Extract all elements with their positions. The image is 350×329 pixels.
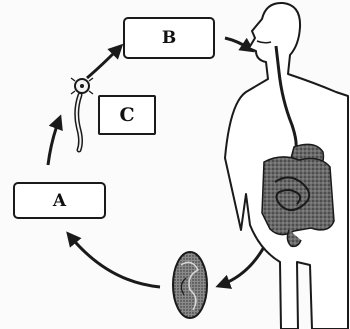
larva-icon — [71, 78, 93, 150]
stage-b-label: B — [162, 28, 176, 48]
stage-b-box: B — [123, 17, 215, 59]
arrow-human-to-egg — [221, 247, 264, 285]
arrow-a-to-larva — [48, 120, 59, 165]
egg-icon — [173, 252, 207, 318]
stage-c-label: C — [119, 104, 134, 126]
arrow-larva-to-b — [87, 48, 119, 78]
arrow-b-to-human — [225, 38, 250, 49]
stage-c-box: C — [98, 95, 156, 135]
stage-a-box: A — [13, 182, 106, 219]
arrow-egg-to-a — [70, 236, 160, 287]
stage-a-label: A — [53, 191, 66, 211]
human-body-icon — [225, 3, 348, 329]
